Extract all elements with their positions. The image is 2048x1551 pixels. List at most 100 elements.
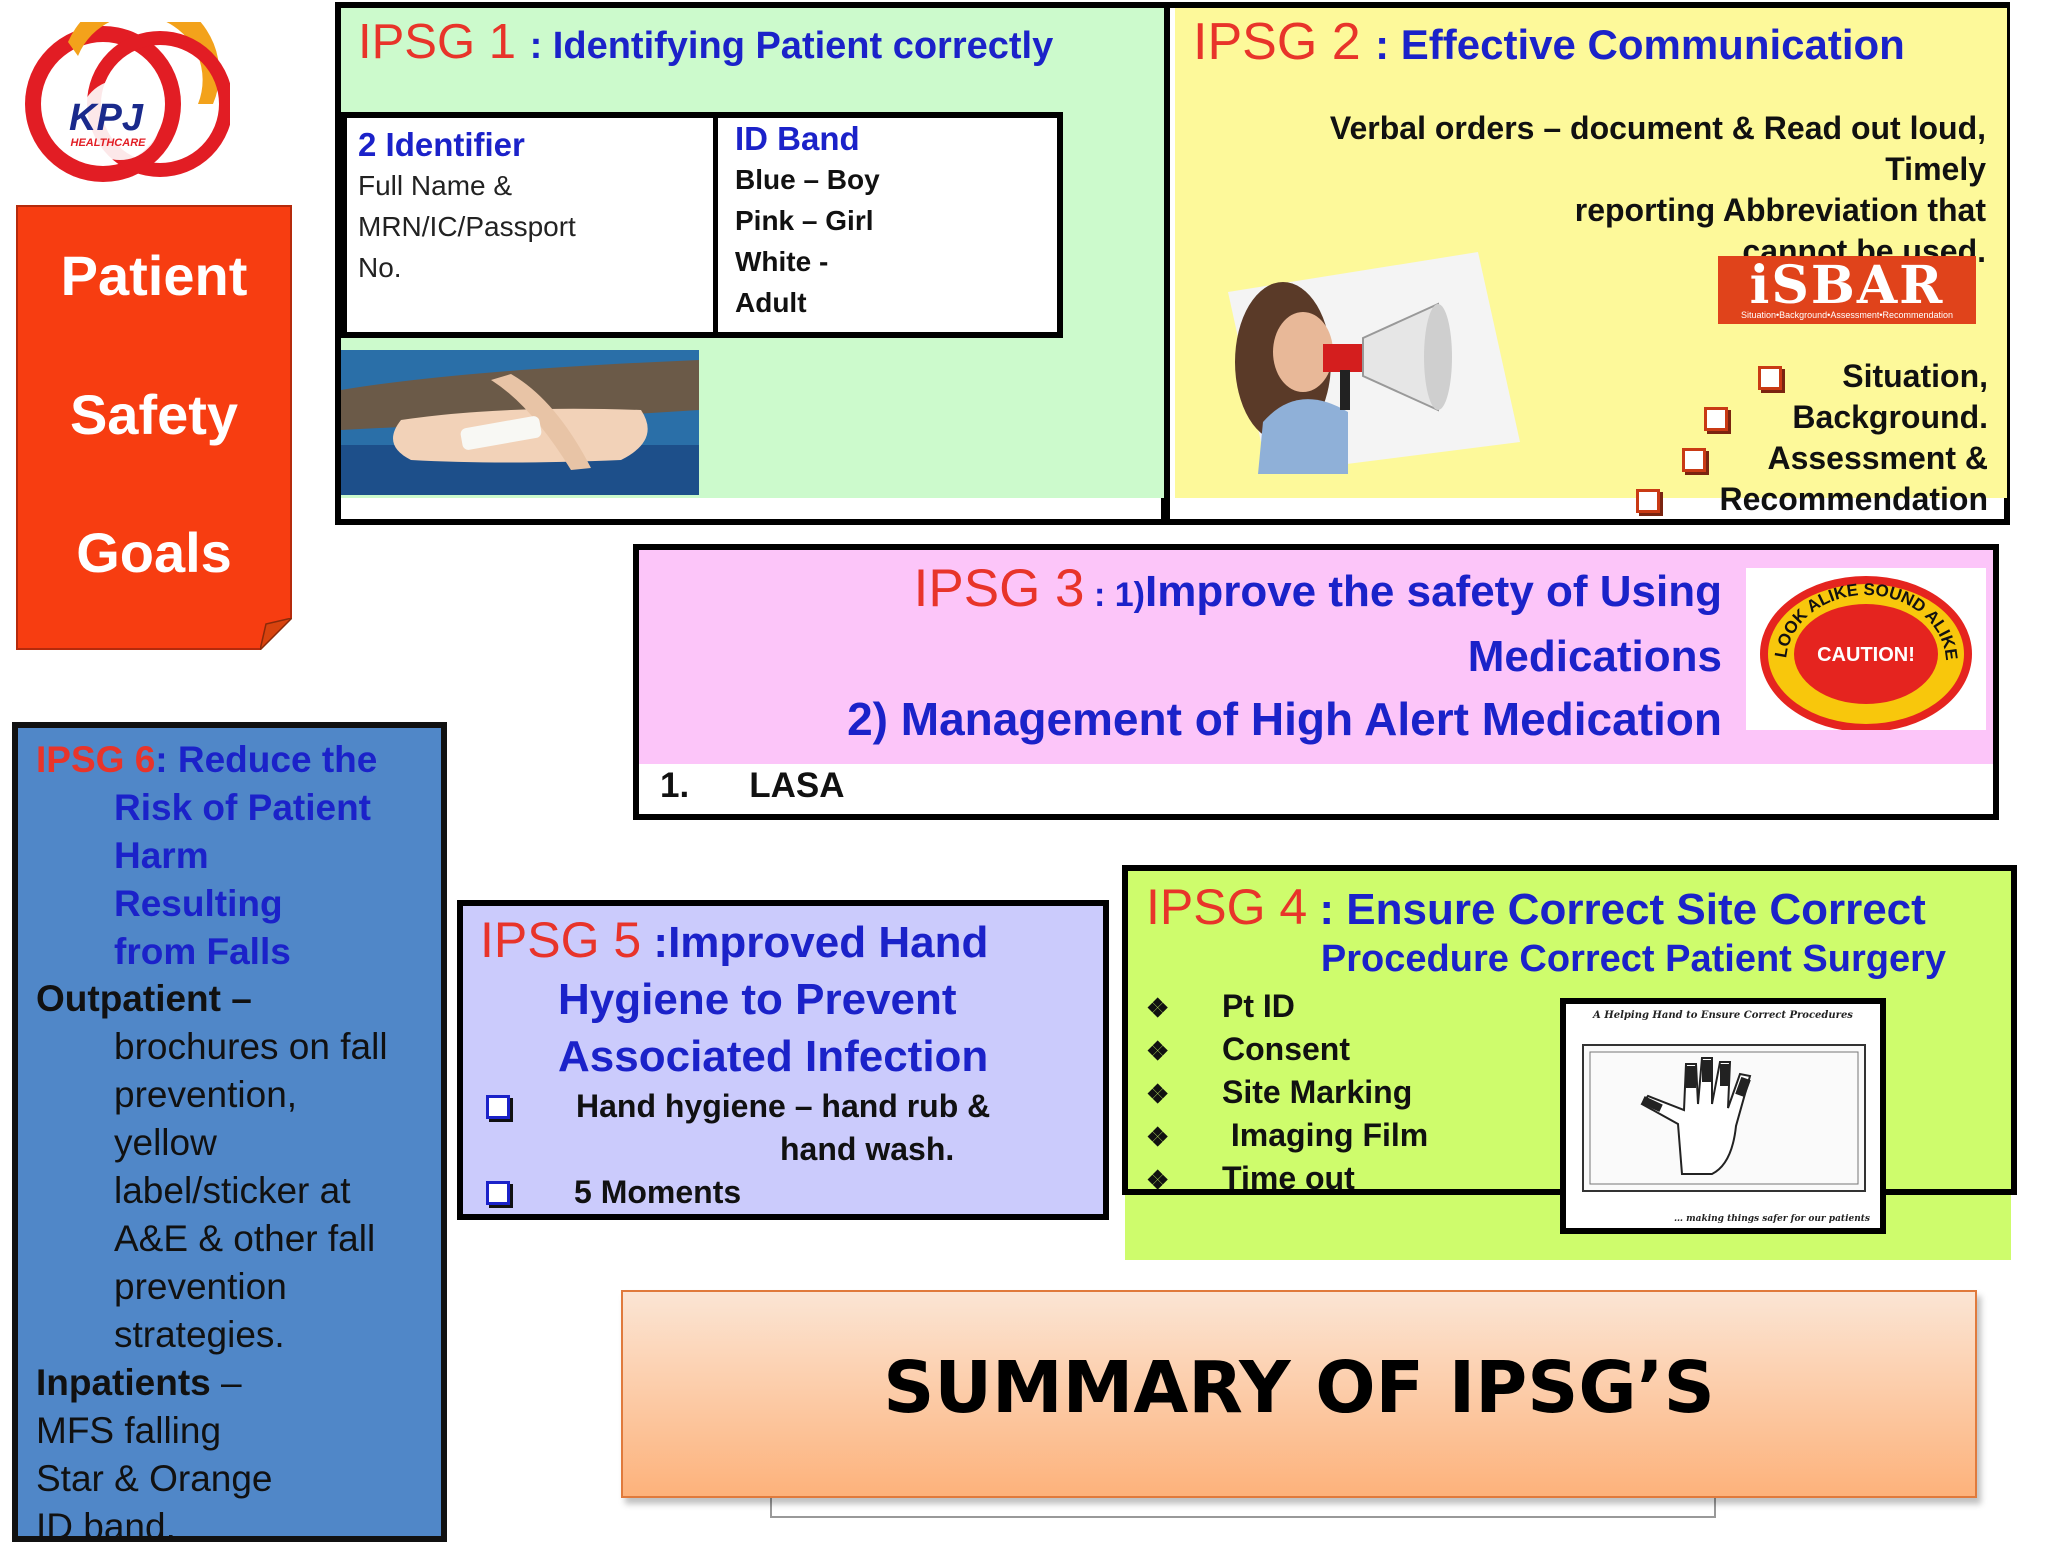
inpatient-dash: – <box>210 1362 242 1403</box>
id-band-line: White - <box>735 246 829 277</box>
ipsg4-item: ❖ Time out <box>1146 1158 1566 1201</box>
isbar-item: Recommendation <box>1600 479 1988 520</box>
id-band-line: Blue – Boy <box>735 164 880 195</box>
diamond-bullet-icon: ❖ <box>1146 1079 1170 1109</box>
ipsg6-title-line: Risk of Patient <box>114 787 371 828</box>
ipsg2-body-line: Timely <box>1885 151 1986 187</box>
kpj-healthcare-logo: KPJ HEALTHCARE <box>25 22 230 182</box>
ipsg1-id-table <box>341 112 1063 338</box>
ipsg4-label: IPSG 4 <box>1146 879 1308 935</box>
ipsg4-item-label: Consent <box>1222 1031 1350 1067</box>
identifier-line: MRN/IC/Passport <box>358 211 576 242</box>
ipsg5-label: IPSG 5 <box>480 912 642 968</box>
megaphone-woman-photo <box>1228 252 1520 474</box>
ipsg6-title-line: from Falls <box>114 931 291 972</box>
diamond-bullet-icon: ❖ <box>1146 1165 1170 1195</box>
ipsg4-item: ❖ Site Marking <box>1146 1072 1566 1115</box>
inpatient-line: MFS falling <box>36 1410 222 1451</box>
ipsg1-heading: : Identifying Patient correctly <box>529 25 1054 67</box>
identifier-line: Full Name & <box>358 170 513 201</box>
ipsg6-title-line: Harm <box>114 835 209 876</box>
ipsg5-list: Hand hygiene – hand rub & hand wash. 5 M… <box>480 1085 1090 1214</box>
checkbox-icon <box>1682 448 1706 472</box>
ipsg2-label: IPSG 2 <box>1193 13 1361 71</box>
isbar-logo-subtitle: Situation•Background•Assessment•Recommen… <box>1740 310 1954 320</box>
ipsg4-list: ❖Pt ID ❖Consent ❖Site Marking ❖ Imaging … <box>1146 986 1566 1201</box>
ipsg3-list-label: LASA <box>749 766 845 805</box>
isbar-logo <box>1718 256 1976 324</box>
isbar-list: Situation, Background. Assessment & Reco… <box>1600 356 1988 520</box>
ipsg5-item: 5 Moments <box>480 1171 1090 1214</box>
ipsg1-table-divider <box>713 112 718 338</box>
ipsg1-identifier-cell: 2 Identifier Full Name & MRN/IC/Passport… <box>358 124 698 288</box>
ipsg3-list-item: 1. LASA <box>660 766 844 806</box>
outpatient-line: prevention, <box>114 1074 298 1115</box>
ipsg6-title-first: : Reduce the <box>155 739 378 780</box>
outpatient-heading: Outpatient – <box>36 978 252 1019</box>
ipsg4-item-label: Time out <box>1222 1160 1355 1196</box>
checkbox-icon <box>486 1181 510 1205</box>
page-fold-icon <box>260 618 292 650</box>
isbar-item: Assessment & <box>1600 438 1988 479</box>
ipsg5-item: Hand hygiene – hand rub & <box>480 1085 1090 1128</box>
inpatient-heading: Inpatients <box>36 1362 211 1403</box>
lasa-caution-badge: LOOK ALIKE SOUND ALIKE DRUG CAUTION! <box>1746 568 1986 730</box>
ipsg3-list-number: 1. <box>660 766 690 805</box>
ipsg6-label: IPSG 6 <box>36 739 156 780</box>
ipsg4-title: IPSG 4 : Ensure Correct Site Correct <box>1146 878 1926 936</box>
isbar-item-label: Situation, <box>1842 358 1988 394</box>
ipsg5-title-first: :Improved Hand <box>641 918 989 967</box>
poster-title: A Helping Hand to Ensure Correct Procedu… <box>1593 1010 1853 1021</box>
ipsg1-id-band-cell: ID Band Blue – Boy Pink – Girl White - A… <box>735 118 1035 323</box>
wristband-photo <box>341 350 699 495</box>
ipsg2-body-line: reporting Abbreviation that <box>1574 192 1986 228</box>
sign-line-2: Safety <box>69 383 239 446</box>
isbar-item-label: Assessment & <box>1767 440 1988 476</box>
diamond-bullet-icon: ❖ <box>1146 1122 1170 1152</box>
ipsg5-title-line: Associated Infection <box>558 1032 989 1081</box>
ipsg5-item-continuation: hand wash. <box>780 1131 955 1167</box>
ipsg4-item: ❖Consent <box>1146 1029 1566 1072</box>
ipsg6-title: IPSG 6: Reduce the Risk of Patient Harm … <box>36 736 436 976</box>
ipsg4-item-label: Site Marking <box>1222 1074 1413 1110</box>
ipsg2-heading: : Effective Communication <box>1375 21 1905 68</box>
diamond-bullet-icon: ❖ <box>1146 993 1170 1023</box>
helping-hand-poster: A Helping Hand to Ensure Correct Procedu… <box>1560 998 1886 1234</box>
ipsg3-subtitle: 2) Management of High Alert Medication <box>847 693 1722 745</box>
ipsg3-label: IPSG 3 <box>913 559 1085 618</box>
ipsg4-item-label: Pt ID <box>1222 988 1295 1024</box>
outpatient-line: A&E & other fall <box>114 1218 376 1259</box>
ipsg1-label: IPSG 1 <box>358 15 516 69</box>
ipsg3-title-b: Medications <box>1467 632 1722 681</box>
isbar-item: Situation, <box>1600 356 1988 397</box>
ipsg1-title: IPSG 1 : Identifying Patient correctly <box>358 14 1053 70</box>
checkbox-icon <box>1758 366 1782 390</box>
logo-brand: KPJ <box>69 97 144 139</box>
checkbox-icon <box>1704 407 1728 431</box>
ipsg3-title-a: Improve the safety of Using <box>1144 567 1722 616</box>
ipsg3-colon: : <box>1084 576 1115 614</box>
ipsg2-description: Verbal orders – document & Read out loud… <box>1220 108 1986 272</box>
ipsg4-item: ❖ Pt ID <box>1146 986 1566 1029</box>
logo-sub: HEALTHCARE <box>71 137 147 149</box>
ipsg2-body-line: Verbal orders – document & Read out loud… <box>1329 110 1986 146</box>
checkbox-icon <box>486 1095 510 1119</box>
ipsg6-panel <box>12 722 447 1542</box>
ipsg5-item-label: Hand hygiene – hand rub & <box>576 1088 991 1124</box>
inpatient-line: ID band. <box>36 1506 176 1547</box>
sign-line-1: Patient <box>60 244 248 307</box>
ipsg6-title-line: Resulting <box>114 883 283 924</box>
ipsg5-title: IPSG 5 :Improved Hand Hygiene to Prevent… <box>480 912 1100 1085</box>
ipsg6-body: Outpatient – brochures on fall preventio… <box>36 975 436 1551</box>
identifier-line: No. <box>358 252 402 283</box>
identifier-heading: 2 Identifier <box>358 126 525 163</box>
poster-footer: … making things safer for our patients <box>1673 1214 1870 1224</box>
summary-title: SUMMARY OF IPSG’S <box>883 1346 1715 1429</box>
id-band-heading: ID Band <box>735 120 860 157</box>
ipsg2-title: IPSG 2 : Effective Communication <box>1193 12 1905 72</box>
badge-center-text: CAUTION! <box>1817 644 1915 666</box>
outpatient-line: strategies. <box>114 1314 285 1355</box>
id-band-line: Adult <box>735 287 807 318</box>
isbar-item-label: Recommendation <box>1719 481 1988 517</box>
isbar-item-label: Background. <box>1792 399 1988 435</box>
